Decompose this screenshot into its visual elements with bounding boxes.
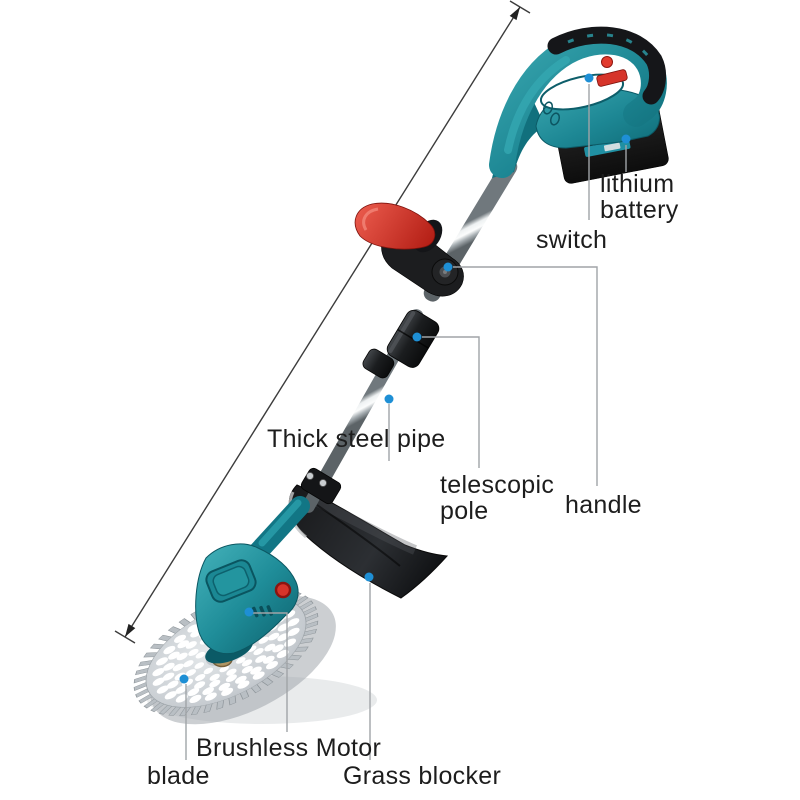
label-handle: handle [565, 491, 642, 519]
blade-hole [176, 652, 188, 661]
blade-hole [250, 666, 262, 675]
telescopic-lock-collar [362, 309, 440, 379]
blade-hole [183, 660, 194, 668]
label-brushless-motor: Brushless Motor [196, 734, 382, 762]
guard-clamp [300, 467, 342, 505]
blade-hole [152, 667, 165, 677]
blade-hole [189, 694, 202, 704]
leader-telescopic-pole [422, 336, 480, 468]
blade-hole [241, 659, 253, 667]
blade-hole [168, 651, 180, 660]
blade-hole [287, 618, 300, 627]
blade-hole [203, 667, 214, 675]
blade-hole [235, 675, 247, 684]
auxiliary-handle-grip [354, 202, 436, 250]
blade-hole [166, 680, 179, 689]
blade-hole [156, 685, 169, 694]
callout-dot-lithium-battery [621, 134, 631, 144]
blade-hole [194, 662, 205, 669]
label-switch: switch [536, 226, 608, 254]
blade-hole [181, 678, 194, 687]
blade-hole [264, 643, 276, 652]
callout-dot-blade [179, 674, 189, 684]
blade-hole [283, 610, 296, 619]
blade-hole [175, 685, 187, 694]
callout-dot-telescopic-pole [412, 332, 422, 342]
callout-dot-grass-blocker [364, 572, 374, 582]
label-grass-blocker: Grass blocker [343, 762, 502, 790]
label-blade: blade [147, 762, 210, 790]
callout-dot-thick-steel-pipe [384, 394, 394, 404]
blade-hole [163, 662, 175, 671]
length-dimension-arrow [114, 0, 531, 644]
blade-hole [237, 680, 250, 689]
blade-hole [185, 641, 197, 649]
blade-hole [272, 644, 284, 653]
blade-hole [246, 645, 257, 653]
blade-hole [258, 636, 269, 644]
blade-hole [162, 672, 175, 681]
blade-hole [266, 661, 278, 670]
blade-hole [277, 633, 289, 642]
blade-hole [226, 668, 237, 676]
blade-hole [177, 640, 190, 649]
blade-hole [262, 655, 275, 664]
leader-brushless-motor [252, 612, 288, 732]
blade-hole [163, 645, 176, 655]
blade-hole [164, 691, 177, 700]
blade-hole [218, 682, 231, 691]
handle-top-grip [547, 26, 667, 105]
motor-red-button [274, 581, 292, 599]
power-button [601, 56, 613, 68]
blade-hole [202, 686, 214, 696]
callout-dot-switch [584, 73, 594, 83]
blade-hole [287, 627, 300, 637]
label-lithium-battery: lithium battery [600, 170, 679, 224]
label-thick-steel-pipe: Thick steel pipe [267, 425, 446, 453]
motor-assembly [195, 496, 310, 668]
auxiliary-handle [354, 202, 464, 297]
blade-hole [195, 673, 206, 682]
blade-hole [268, 632, 280, 641]
callout-dots [179, 73, 631, 684]
leader-handle [453, 266, 598, 486]
blade-hole [252, 671, 265, 680]
blade-hole [253, 648, 264, 656]
blade-hole [187, 624, 200, 633]
switch-lever [596, 69, 628, 87]
blade-hole [204, 692, 217, 701]
blade-hole [209, 679, 221, 688]
blade-hole [175, 694, 188, 703]
blade-hole [174, 672, 186, 681]
blade-hole [195, 651, 206, 659]
main-handle [489, 26, 667, 178]
blade-hole [187, 687, 200, 697]
blade-hole [255, 655, 267, 663]
callout-dot-handle [443, 262, 453, 272]
blade-hole [221, 687, 234, 696]
blade-hole [225, 674, 237, 682]
blade-hole [152, 677, 165, 686]
blade-hole [185, 669, 196, 677]
callout-dot-brushless-motor [244, 607, 254, 617]
blade-hole [188, 648, 199, 656]
blade-hole [235, 657, 246, 664]
blade-hole [174, 634, 186, 643]
leader-lines [185, 84, 627, 760]
blade-hole [276, 649, 289, 659]
blade-hole [155, 657, 168, 666]
blade-hole [219, 665, 229, 673]
label-telescopic-pole: telescopic pole [440, 471, 555, 525]
blade-hole [209, 673, 220, 681]
blade-hole [172, 663, 184, 672]
blade-hole [241, 665, 253, 674]
blade-hole [194, 681, 206, 689]
